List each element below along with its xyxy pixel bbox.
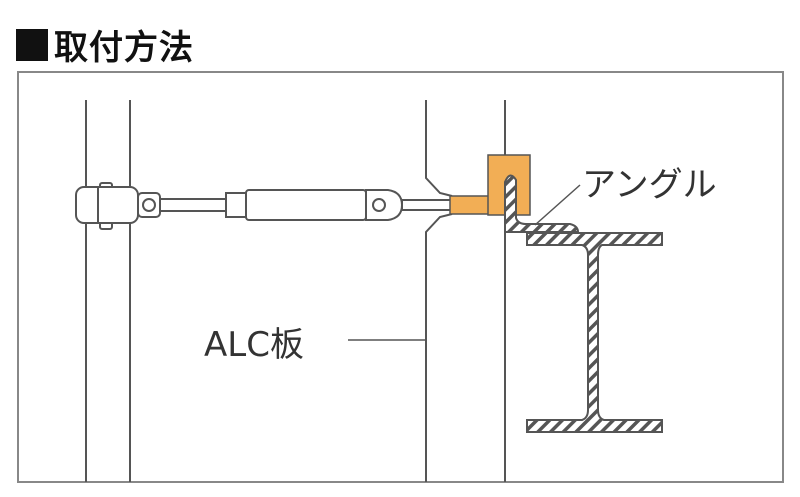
alc-panel-label: ALC板 (204, 325, 304, 365)
i-beam (526, 232, 663, 433)
diagram-frame (17, 71, 784, 483)
section-title: 取付方法 (16, 20, 194, 69)
title-text: 取付方法 (54, 28, 194, 68)
turnbuckle-assembly (75, 182, 453, 230)
title-square-icon (16, 28, 48, 61)
left-panel (85, 100, 131, 482)
angle-leader-line (534, 184, 581, 226)
bracket (449, 154, 531, 216)
rod-body (245, 189, 367, 221)
clamp (75, 186, 139, 224)
angle-label: アングル (582, 165, 717, 205)
angle-steel (504, 174, 580, 233)
